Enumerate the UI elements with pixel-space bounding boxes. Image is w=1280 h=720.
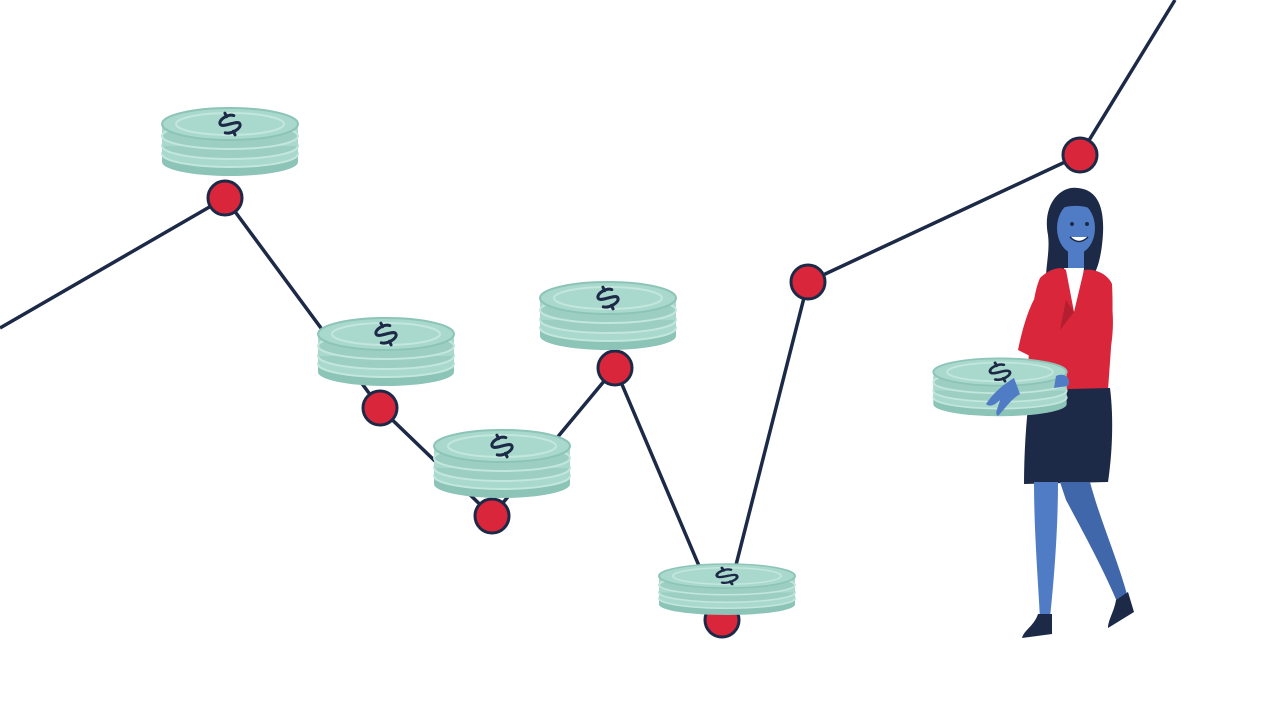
- leg-left: [1034, 482, 1058, 618]
- arm-left: [1018, 288, 1052, 356]
- data-point-marker: [361, 389, 399, 427]
- data-point-marker: [473, 497, 511, 535]
- dollar-coin-stack-icon: [657, 562, 797, 617]
- dollar-coin-stack-icon: [432, 428, 572, 500]
- shoe-left: [1022, 614, 1052, 638]
- dollar-coin-stack-icon: [538, 280, 678, 352]
- businesswoman-figure: [931, 187, 1134, 638]
- dollar-coin-stack-icon: [316, 316, 456, 388]
- data-point-marker: [596, 349, 634, 387]
- data-point-marker: [1061, 136, 1099, 174]
- hand: [986, 378, 1020, 416]
- dollar-coin-stack-icon: [160, 106, 300, 178]
- coin-stacks: [160, 106, 797, 617]
- leg-right: [1060, 482, 1128, 604]
- data-point-marker: [206, 179, 244, 217]
- shoe-right: [1108, 592, 1134, 628]
- face: [1057, 202, 1095, 254]
- data-point-marker: [789, 263, 827, 301]
